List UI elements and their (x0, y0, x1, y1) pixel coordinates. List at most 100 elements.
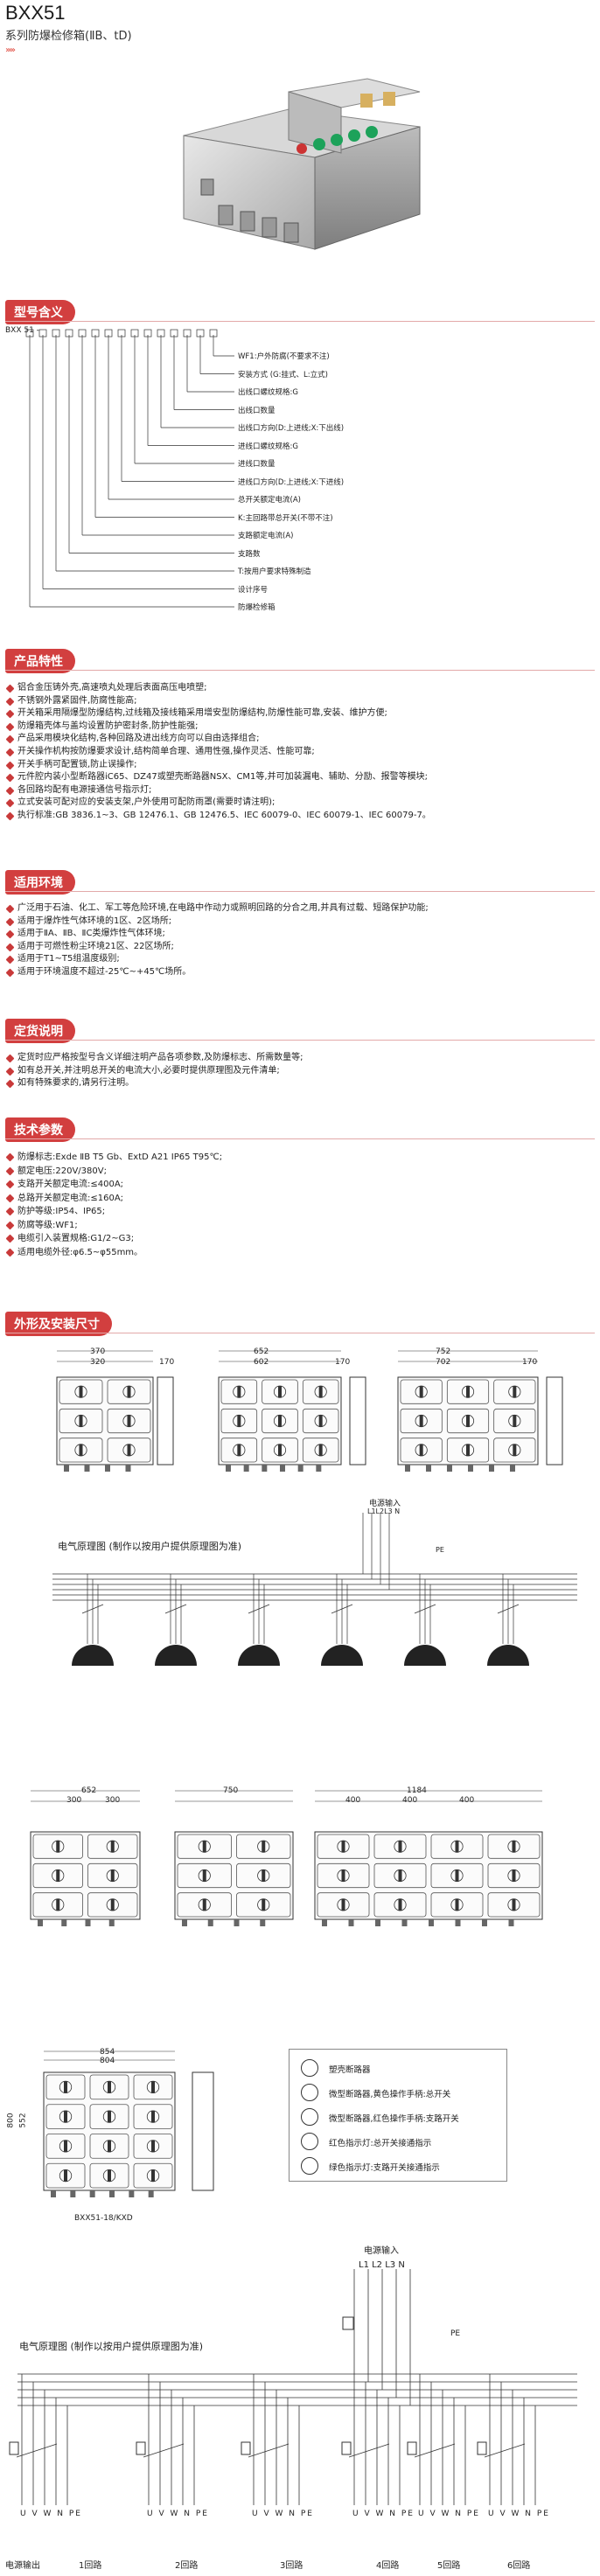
breaker-icon (248, 1604, 270, 1614)
indicator-icon (136, 2441, 146, 2455)
enclosure-module (220, 1379, 258, 1404)
yellow-breaker-icon (301, 2084, 318, 2101)
wiring-title: 电气原理图 (制作以按用户提供原理图为准) (19, 2341, 204, 2352)
breaker-icon (497, 1604, 520, 1614)
model-code-label: 出线口方向(D:上进线;X:下出线) (238, 424, 345, 433)
list-item: 适用于环境温度不超过-25℃~+45℃场所。 (5, 966, 600, 979)
switch-handle-icon (398, 1898, 402, 1911)
enclosure-module (317, 1892, 370, 1918)
enclosure-module (493, 1438, 536, 1463)
cable-gland-icon (85, 1919, 91, 1926)
enclosure-module (446, 1379, 490, 1404)
model-code-box (78, 329, 87, 338)
enclosure-module (133, 2134, 173, 2159)
enclosure-module (430, 1892, 484, 1918)
breaker-icon (331, 1604, 353, 1614)
list-item: 定货时应严格按型号含义详细注明产品各项参数,及防爆标志、所需数量等; (5, 1052, 600, 1065)
enclosure-module (32, 1862, 83, 1889)
switch-handle-icon (79, 1444, 83, 1456)
ordering-list: 定货时应严格按型号含义详细注明产品各项参数,及防爆标志、所需数量等; 如有总开关… (5, 1052, 600, 1090)
enclosure-module (236, 1892, 291, 1918)
drawing-model-label: BXX51-18/KXD (74, 2214, 133, 2223)
switch-knob-icon (106, 1869, 119, 1883)
side-view (349, 1376, 366, 1466)
section-title: 定货说明 (5, 1019, 75, 1043)
model-code-box (209, 329, 218, 338)
model-code-box (196, 329, 205, 338)
dim-label: 370 (90, 1347, 106, 1356)
list-item: 适用于爆炸性气体环境的1区、2区场所; (5, 916, 600, 929)
switch-handle-icon (398, 1841, 402, 1853)
switch-handle-icon (278, 1415, 282, 1427)
switch-handle-icon (202, 1841, 206, 1853)
section-dimensions: 外形及安装尺寸 (5, 1312, 112, 1336)
breaker-icon (414, 1604, 436, 1614)
features-list: 铝合金压铸外壳,高速喷丸处理后表面高压电喷塑; 不锈钢外露紧固件,防腐性能高; … (5, 682, 600, 823)
model-code-diagram (25, 329, 234, 608)
switch-handle-icon (110, 1898, 115, 1911)
cable-gland-icon (280, 1465, 285, 1472)
model-code-label: 进线口螺纹规格:G (238, 442, 298, 451)
legend-item: 绿色指示灯:支路开关接通指示 (329, 2163, 440, 2173)
enclosure-module (302, 1379, 339, 1404)
switch-handle-icon (110, 1841, 115, 1853)
breaker-icon (16, 2443, 58, 2458)
molded-breaker-icon (301, 2059, 318, 2077)
model-code-label: 安装方式 (G:挂式、L:立式) (238, 370, 328, 379)
cable-gland-icon (108, 1919, 115, 1926)
model-code-box (117, 329, 126, 338)
cable-gland-icon (322, 1919, 327, 1926)
cable-gland-icon (375, 1919, 380, 1926)
side-view (157, 1376, 174, 1466)
list-item: 如有总开关,并注明总开关的电流大小,必要时提供原理图及元件清单; (5, 1065, 600, 1078)
dim-label: 800 (6, 2113, 16, 2128)
dim-label: 170 (159, 1358, 175, 1367)
switch-handle-icon (108, 2081, 111, 2093)
switch-handle-icon (466, 1386, 470, 1398)
terminal-labels: U V W N PE (20, 2510, 82, 2518)
model-code-label: 支路额定电流(A) (238, 532, 294, 540)
list-item: 开关手柄可配置锁,防止误操作; (5, 759, 600, 772)
list-item: 适用于T1~T5组温度级别; (5, 953, 600, 966)
model-code-label: 出线口数量 (238, 406, 276, 415)
switch-handle-icon (127, 1386, 131, 1398)
list-item: 防爆箱壳体与盖均设置防护密封条,防护性能强; (5, 721, 600, 734)
list-item: 不锈钢外露紧固件,防腐性能高; (5, 695, 600, 708)
cable-gland-icon (109, 2190, 115, 2197)
breaker-icon (143, 2443, 185, 2458)
load-icon (321, 1645, 363, 1666)
model-code-label: 进线口数量 (238, 460, 276, 469)
enclosure-module (89, 2104, 129, 2129)
wiring-title: 电气原理图 (制作以按用户提供原理图为准) (58, 1541, 242, 1552)
list-item: 额定电压:220V/380V; (5, 1165, 600, 1179)
enclosure-module (430, 1862, 484, 1889)
switch-handle-icon (512, 1869, 516, 1882)
enclosure-module (430, 1834, 484, 1859)
model-code-label: 进线口方向(D:上进线;X:下进线) (238, 477, 345, 487)
switch-handle-icon (127, 1444, 131, 1456)
enclosure-module (89, 2074, 129, 2100)
dim-label: 400 (402, 1796, 418, 1805)
section-title: 型号含义 (5, 300, 75, 324)
phase-labels: L1 L2 L3 N (359, 2260, 405, 2270)
model-code-label: 设计序号 (238, 585, 269, 595)
list-item: 支路开关额定电流:≤400A; (5, 1178, 600, 1192)
switch-handle-icon (56, 1898, 60, 1911)
list-item: 适用于可燃性粉尘环境21区、22区场所; (5, 941, 600, 954)
enclosure-module (400, 1408, 443, 1434)
phase-labels: L1L2L3 N (367, 1507, 401, 1515)
enclosure-module (32, 1892, 83, 1918)
enclosure-module (262, 1438, 298, 1463)
dim-label: 170 (335, 1358, 351, 1367)
legend-item: 微型断路器,红色操作手柄:支路开关 (329, 2114, 459, 2124)
wiring-diagram-1 (52, 1513, 577, 1666)
divider (5, 891, 595, 892)
enclosure-module (236, 1834, 291, 1859)
model-code-box (170, 329, 178, 338)
terminal-labels: U V W N PE (352, 2510, 415, 2518)
switch-handle-icon (341, 1898, 345, 1911)
model-code-box (157, 329, 165, 338)
enclosure-outline (56, 1376, 154, 1466)
enclosure-module (59, 1379, 103, 1404)
dim-label: 652 (254, 1347, 269, 1356)
